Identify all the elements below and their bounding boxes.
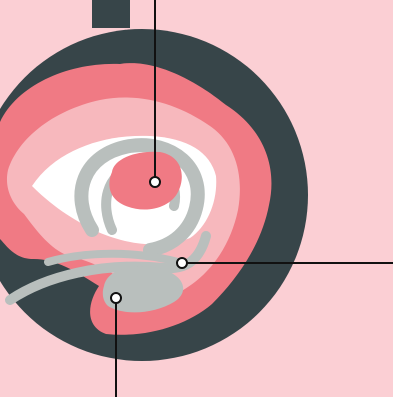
callout-marker-right [177, 258, 187, 268]
callout-marker-bottom [111, 293, 121, 303]
callout-marker-top [150, 177, 160, 187]
pendant-stem [92, 0, 130, 28]
